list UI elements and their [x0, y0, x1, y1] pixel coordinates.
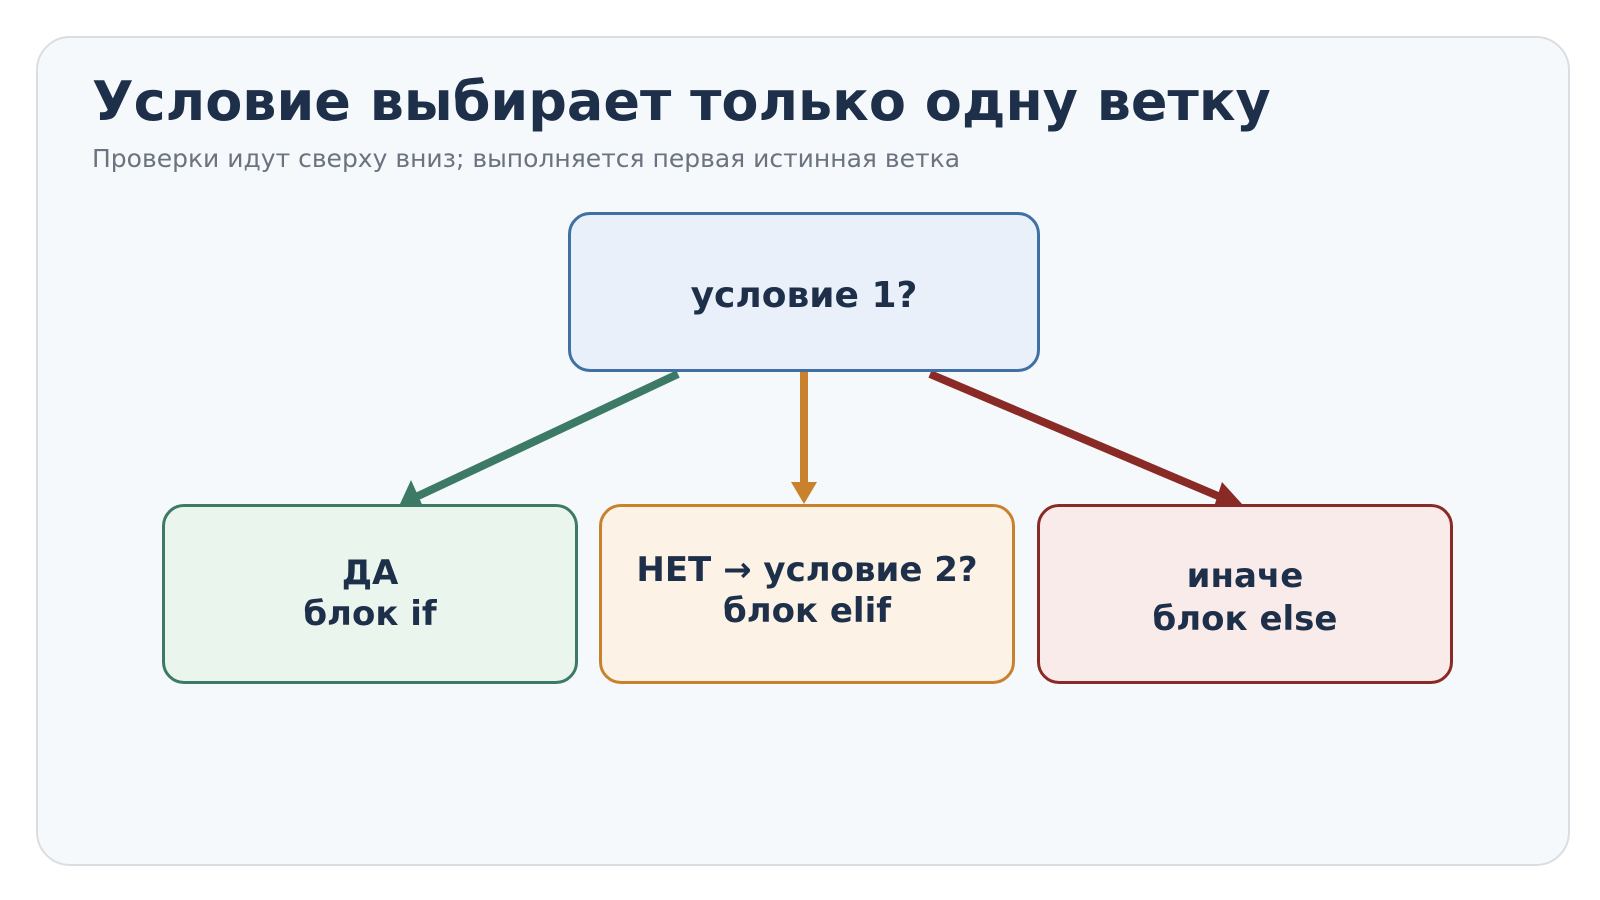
else-branch-line1: иначе [1186, 556, 1304, 596]
condition-node: условие 1? [568, 212, 1040, 372]
elif-branch-line1: НЕТ → условие 2? [636, 550, 978, 590]
if-branch-node: ДА блок if [162, 504, 578, 684]
condition-label: условие 1? [690, 275, 918, 316]
if-branch-line1: ДА [341, 553, 399, 593]
page-title: Условие выбирает только одну ветку [92, 70, 1271, 133]
elif-branch-node: НЕТ → условие 2? блок elif [599, 504, 1015, 684]
arrow-to-elif [791, 372, 817, 504]
else-branch-node: иначе блок else [1037, 504, 1453, 684]
page-subtitle: Проверки идут сверху вниз; выполняется п… [92, 144, 961, 173]
arrow-to-else [928, 370, 1242, 510]
elif-branch-line2: блок elif [722, 591, 892, 631]
arrow-to-if [400, 370, 680, 511]
else-branch-line2: блок else [1152, 599, 1338, 639]
if-branch-line2: блок if [303, 594, 437, 634]
